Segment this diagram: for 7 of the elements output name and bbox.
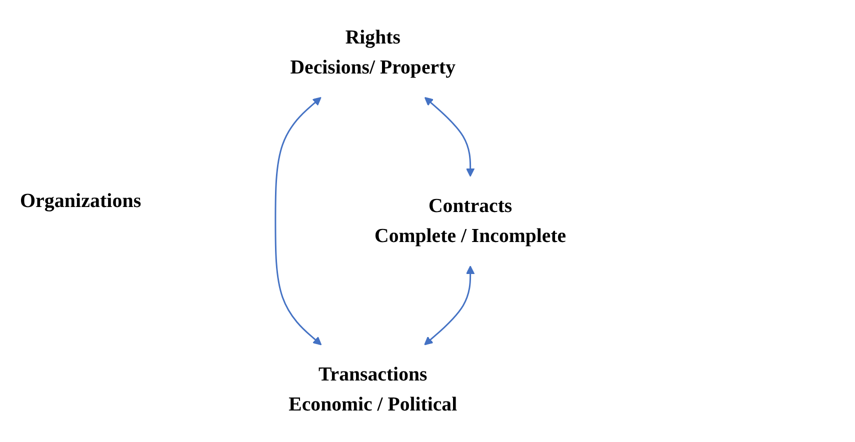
arrow: [424, 96, 475, 177]
arrow: [274, 96, 322, 346]
node-text: Transactions Economic / Political: [288, 364, 458, 416]
arrow: [424, 266, 475, 346]
node-text: Rights Decisions/ Property: [290, 26, 456, 78]
node-text: Contracts Complete / Incomplete: [374, 195, 566, 247]
center-label: Organizations: [20, 190, 142, 213]
